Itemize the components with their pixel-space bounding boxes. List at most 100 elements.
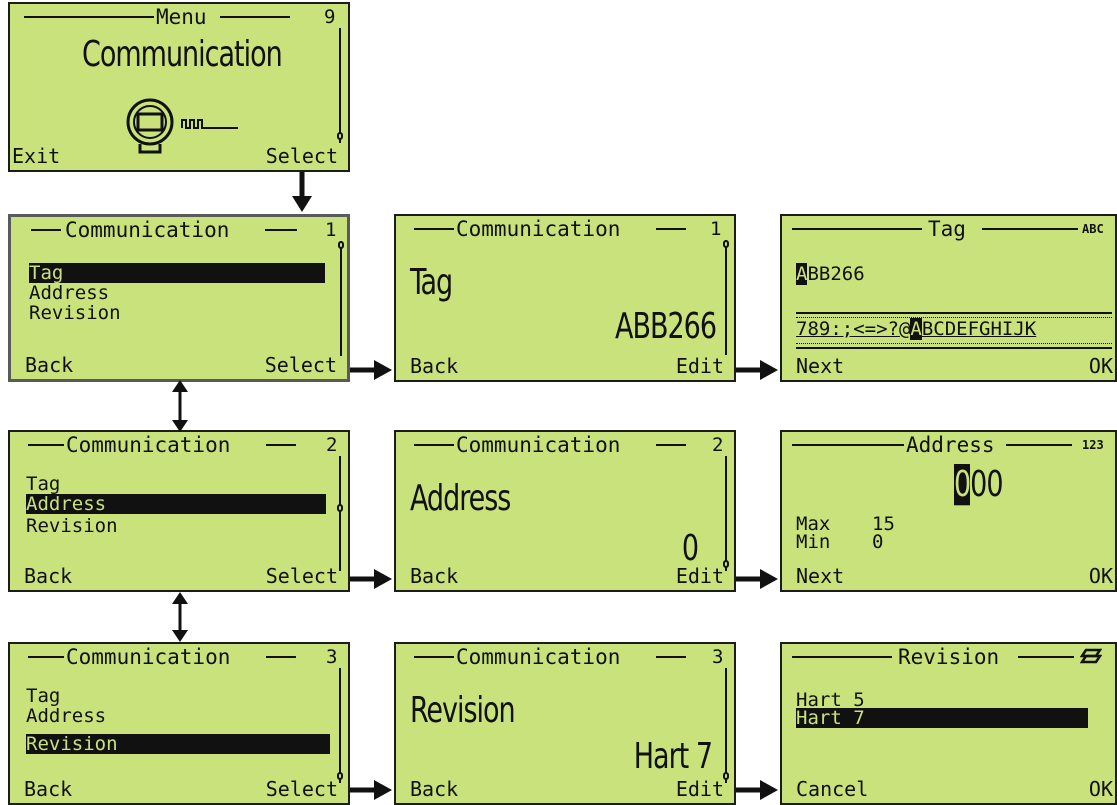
select-softkey[interactable]: Select [265,777,338,801]
menu-screen: Menu 9 Communication Exit Select [8,2,350,172]
edit-softkey[interactable]: Edit [675,564,724,588]
ok-softkey[interactable]: OK [1088,564,1113,588]
header-line-left [792,656,892,658]
scrollbar-knob [337,132,343,140]
select-softkey[interactable]: Select [264,353,337,377]
cancel-softkey[interactable]: Cancel [796,777,869,801]
address-value-field[interactable]: 000 [954,464,1004,506]
list-select-icon [1080,648,1102,664]
back-softkey[interactable]: Back [410,354,459,378]
detail-value: ABB266 [615,306,717,348]
list-item-revision[interactable]: Revision [26,515,118,537]
arrow-right [736,360,778,380]
header-line-left [28,656,64,658]
ok-softkey[interactable]: OK [1088,354,1113,378]
header-line-right [265,229,297,231]
detail-header: Communication [456,645,621,669]
list-item-tag[interactable]: Tag [26,473,61,495]
option-hart-5[interactable]: Hart 5 [796,689,865,711]
list-item-tag[interactable]: Tag [26,685,61,707]
max-label: Max [796,513,831,535]
back-softkey[interactable]: Back [410,777,459,801]
select-softkey[interactable]: Select [265,564,338,588]
arrow-right [350,569,392,589]
detail-number: 3 [712,646,724,668]
edit-softkey[interactable]: Edit [675,777,724,801]
tag-value-field[interactable]: ABB266 [796,263,865,285]
list-item-revision[interactable]: Revision [26,734,330,754]
header-line-right [982,228,1078,230]
double-arrow-vertical [172,592,188,642]
menu-header: Menu [156,5,207,29]
detail-screen-tag: Communication 1 Tag ABB266 Back Edit [394,214,736,382]
exit-softkey[interactable]: Exit [12,144,61,168]
arrow-down [292,172,312,212]
list-number: 2 [326,434,338,456]
detail-header: Communication [456,217,621,241]
header-line-right [656,656,686,658]
scrollbar [725,456,727,571]
list-item-tag[interactable]: Tag [29,263,325,283]
detail-value: 0 [681,528,699,570]
detail-label: Tag [410,262,453,304]
detail-screen-address: Communication 2 Address 0 Back Edit [394,430,736,592]
tag-value-text: BB266 [807,263,865,285]
input-mode-indicator: ABC [1082,222,1104,236]
address-value-text: 00 [970,464,1003,506]
address-edit-header: Address [906,433,995,457]
header-line-right [656,228,686,230]
next-softkey[interactable]: Next [796,564,845,588]
detail-label: Revision [410,690,516,732]
charset-line-bottom [796,343,1112,349]
header-line-right [220,16,290,18]
min-label: Min [796,531,831,553]
communication-device-icon [126,98,238,154]
select-softkey[interactable]: Select [265,144,338,168]
back-softkey[interactable]: Back [24,777,73,801]
header-line-left [414,656,454,658]
back-softkey[interactable]: Back [25,353,74,377]
list-item-address[interactable]: Address [29,282,110,304]
charset-line-top [796,312,1112,318]
header-line-left [792,444,904,446]
scrollbar [339,668,341,783]
character-selector[interactable]: 789:;<=>?@ABCDEFGHIJK [796,318,1037,340]
header-line-left [792,228,922,230]
charset-cursor: A [910,318,922,340]
detail-header: Communication [456,433,621,457]
charset-after: BCDEFGHIJK [921,318,1037,340]
detail-number: 2 [712,434,724,456]
list-item-address[interactable]: Address [26,705,107,727]
list-item-address[interactable]: Address [26,494,326,514]
back-softkey[interactable]: Back [410,564,459,588]
option-hart-7[interactable]: Hart 7 [796,708,1088,728]
header-line-left [414,228,454,230]
detail-number: 1 [710,218,722,240]
header-line-left [28,444,64,446]
min-value: 0 [872,531,884,553]
scrollbar-knob [723,240,729,248]
scrollbar [339,456,341,571]
scrollbar [340,241,342,356]
scrollbar-knob [723,560,729,568]
tag-edit-screen: Tag ABC ABB266 789:;<=>?@ABCDEFGHIJK Nex… [780,214,1117,382]
list-item-revision[interactable]: Revision [29,302,121,324]
detail-label: Address [410,478,511,520]
header-line-right [1018,656,1074,658]
arrow-right [350,360,392,380]
text-cursor: 0 [954,464,971,506]
scrollbar-knob [337,772,343,780]
scrollbar-knob [338,241,344,249]
header-line-left [24,16,154,18]
edit-softkey[interactable]: Edit [675,354,724,378]
next-softkey[interactable]: Next [796,354,845,378]
double-arrow-vertical [172,380,188,432]
header-line-left [31,229,61,231]
back-softkey[interactable]: Back [24,564,73,588]
arrow-right [350,780,392,800]
header-line-right [1006,444,1072,446]
list-header: Communication [65,218,230,242]
ok-softkey[interactable]: OK [1088,777,1113,801]
list-screen-2: Communication 2 Tag Address Revision Bac… [8,430,350,592]
list-header: Communication [66,645,231,669]
